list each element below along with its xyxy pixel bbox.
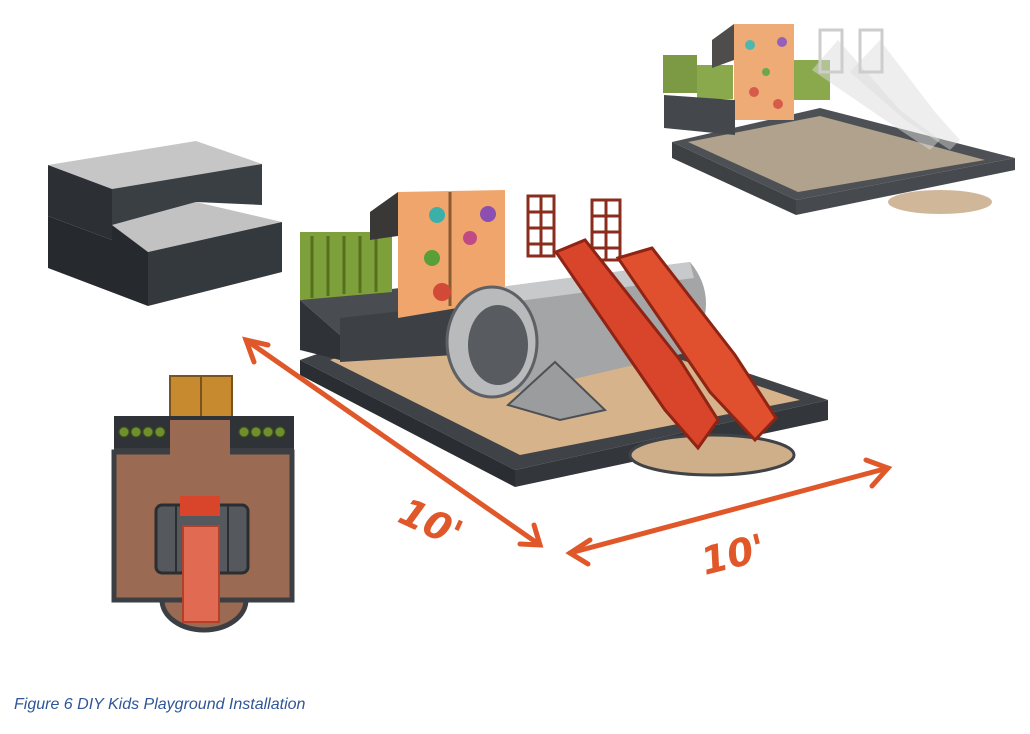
playground-plan-icon	[111, 375, 295, 633]
dimension-label-right: 10'	[697, 525, 770, 583]
stair-block-icon	[48, 141, 282, 306]
dimension-label-left: 10'	[392, 489, 469, 556]
dimension-arrow-left	[242, 336, 544, 548]
playground-isometric-icon	[300, 190, 828, 487]
figure-caption: Figure 6 DIY Kids Playground Installatio…	[14, 696, 306, 713]
dimension-arrow-right	[565, 457, 893, 567]
playground-ghost-preview-icon	[663, 24, 1015, 215]
